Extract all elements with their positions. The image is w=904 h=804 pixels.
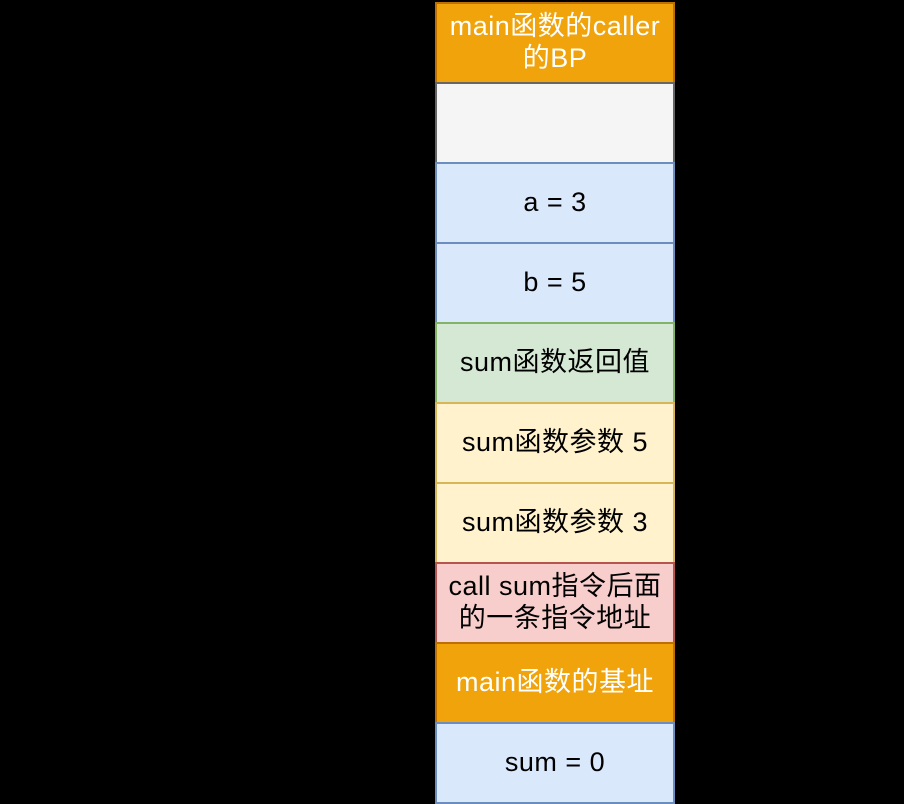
call-stack-diagram: main函数的caller 的BP a = 3 b = 5 sum函数返回值 s… <box>435 2 675 804</box>
stack-cell-sum-return-value: sum函数返回值 <box>435 322 675 404</box>
stack-cell-sum-arg-3: sum函数参数 3 <box>435 482 675 564</box>
stack-cell-sum-arg-5: sum函数参数 5 <box>435 402 675 484</box>
stack-cell-return-address: call sum指令后面 的一条指令地址 <box>435 562 675 644</box>
stack-cell-var-a: a = 3 <box>435 162 675 244</box>
stack-cell-var-b: b = 5 <box>435 242 675 324</box>
stack-cell-empty <box>435 82 675 164</box>
stack-cell-main-base: main函数的基址 <box>435 642 675 724</box>
stack-cell-caller-bp: main函数的caller 的BP <box>435 2 675 84</box>
stack-cell-var-sum: sum = 0 <box>435 722 675 804</box>
